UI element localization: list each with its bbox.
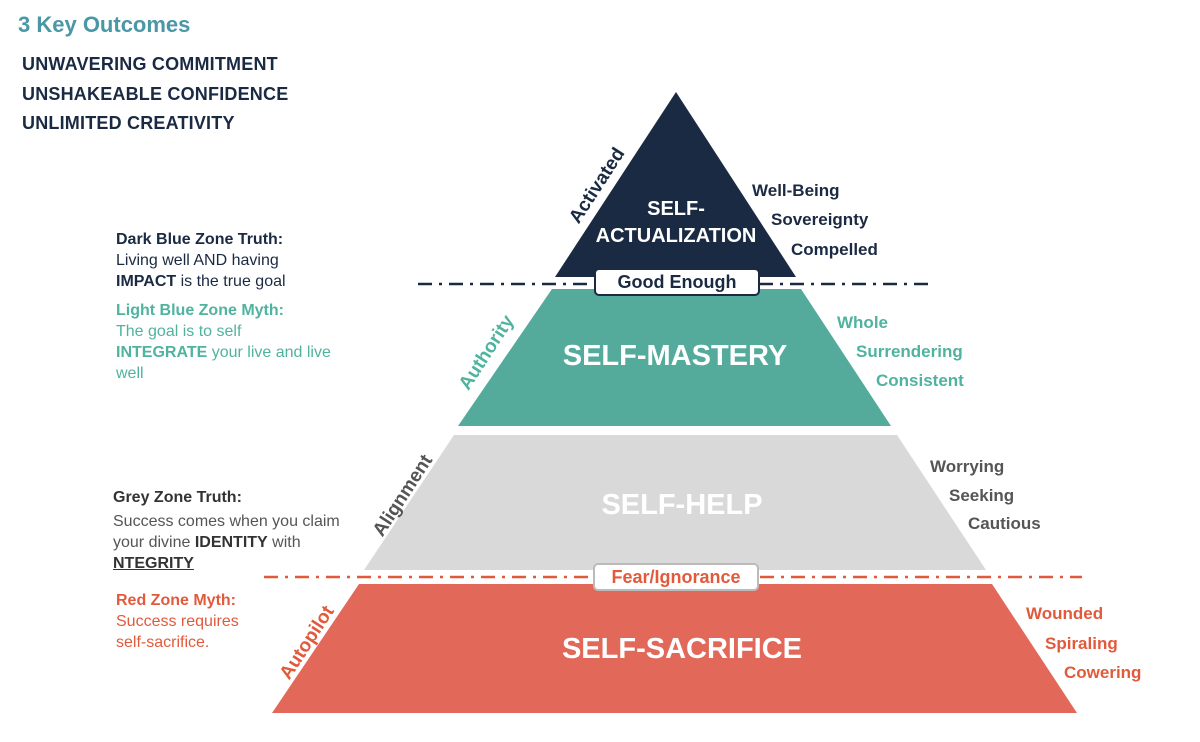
self-sacrifice-label: SELF-SACRIFICE [561, 633, 803, 665]
grey-zone-truth: Grey Zone Truth: Success comes when you … [113, 489, 340, 572]
self-actualization-label: SELF- ACTUALIZATION [595, 198, 757, 247]
page-title: 3 Key Outcomes [18, 12, 191, 37]
trait-seeking: Seeking [949, 486, 1015, 505]
outcome-creativity: UNLIMITED CREATIVITY [22, 113, 235, 133]
layer-self-sacrifice [272, 584, 1077, 713]
trait-worrying: Worrying [930, 457, 1005, 476]
trait-spiraling: Spiraling [1045, 634, 1118, 653]
layer-self-mastery [458, 289, 891, 426]
layer-self-help [364, 435, 986, 570]
trait-wounded: Wounded [1026, 604, 1104, 623]
trait-whole: Whole [837, 313, 888, 332]
red-zone-myth: Red Zone Myth: Success requires self-sac… [116, 592, 239, 651]
light-blue-zone-myth: Light Blue Zone Myth: The goal is to sel… [116, 302, 331, 382]
trait-consistent: Consistent [876, 371, 964, 390]
dark-blue-zone-truth: Dark Blue Zone Truth: Living well AND ha… [116, 231, 286, 290]
trait-sovereignty: Sovereignty [771, 210, 869, 229]
trait-surrendering: Surrendering [856, 342, 963, 361]
outcome-confidence: UNSHAKEABLE CONFIDENCE [22, 84, 289, 104]
good-enough-badge: Good Enough [594, 268, 760, 296]
layer-self-actualization [555, 92, 796, 277]
trait-cautious: Cautious [968, 514, 1041, 533]
trait-cowering: Cowering [1064, 663, 1142, 682]
trait-compelled: Compelled [791, 240, 878, 259]
fear-ignorance-badge: Fear/Ignorance [593, 563, 759, 591]
self-help-label: SELF-HELP [601, 489, 763, 521]
outcome-commitment: UNWAVERING COMMITMENT [22, 54, 278, 74]
trait-well-being: Well-Being [752, 181, 840, 200]
self-mastery-label: SELF-MASTERY [562, 340, 788, 372]
